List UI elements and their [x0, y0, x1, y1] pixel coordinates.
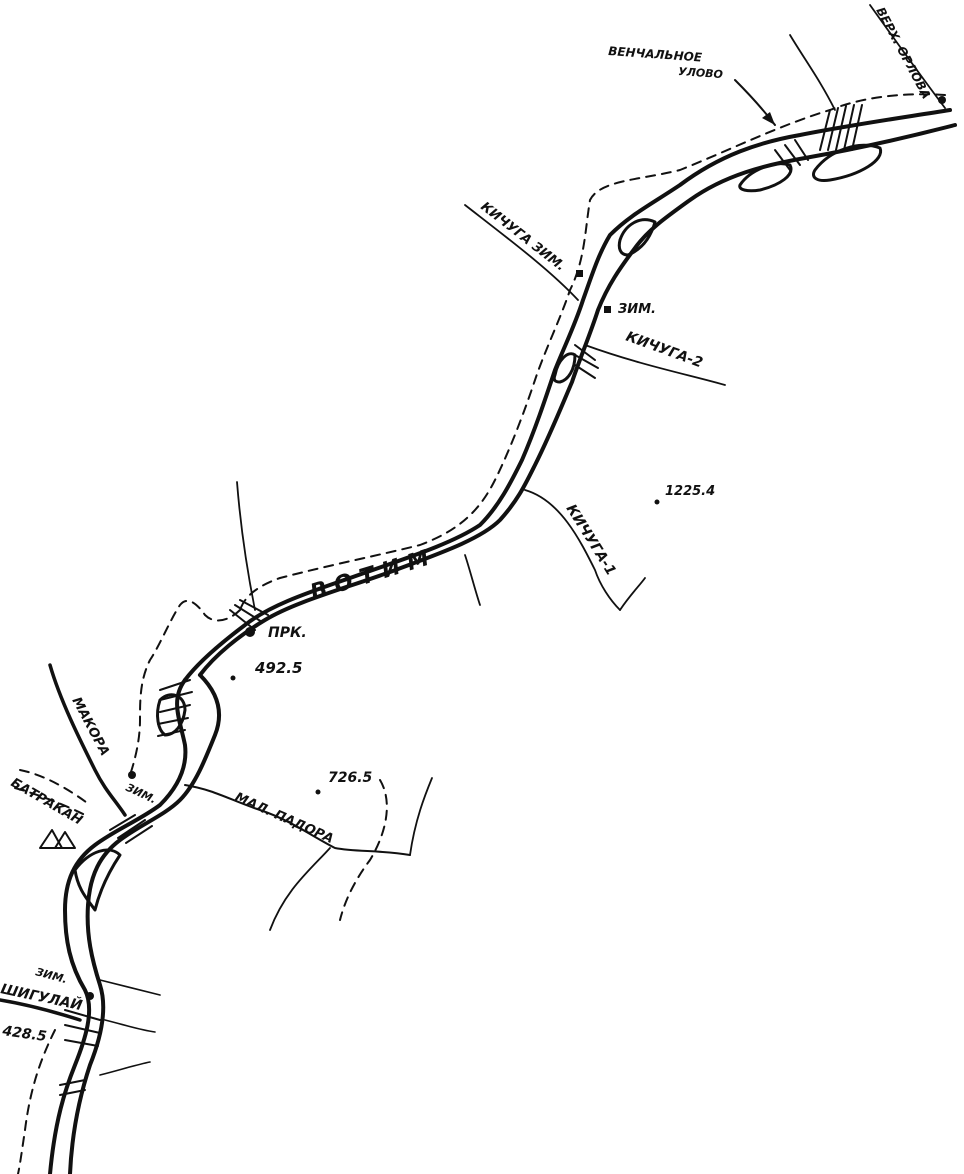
label-elevation-1225: 1225.4 — [665, 484, 715, 499]
label-kichuga-2: КИЧУГА-2 — [624, 329, 705, 372]
label-ulovo: УЛОВО — [678, 65, 724, 81]
dashed-trail — [14, 93, 946, 1174]
label-elevation-428: 428.5 — [0, 1023, 47, 1045]
label-prk: ПРК. — [268, 625, 307, 641]
point-markers — [39, 96, 946, 1000]
label-venchalnoe: ВЕНЧАЛЬНОЕ — [608, 44, 703, 65]
label-kichuga-zim: КИЧУГА ЗИМ. — [478, 199, 568, 274]
rapids-marks — [59, 104, 863, 1096]
label-verkh-orlova: ВЕРХ. ОРЛОВА — [873, 5, 933, 101]
label-mal-padora: МАЛ. ПАДОРА — [232, 790, 335, 847]
label-elevation-492: 492.5 — [254, 659, 302, 677]
label-river-votim: ВОТИМ — [307, 544, 439, 606]
label-batrakan: БАТРАКАН — [8, 775, 85, 828]
main-river — [48, 108, 957, 1174]
pointer-arrow — [734, 79, 776, 126]
label-zim-1: ЗИМ. — [618, 302, 656, 317]
label-zim-2: ЗИМ. — [124, 781, 159, 806]
label-zim-3: ЗИМ. — [34, 965, 68, 986]
label-kichuga-1: КИЧУГА-1 — [563, 502, 619, 579]
label-elevation-726: 726.5 — [328, 770, 373, 786]
